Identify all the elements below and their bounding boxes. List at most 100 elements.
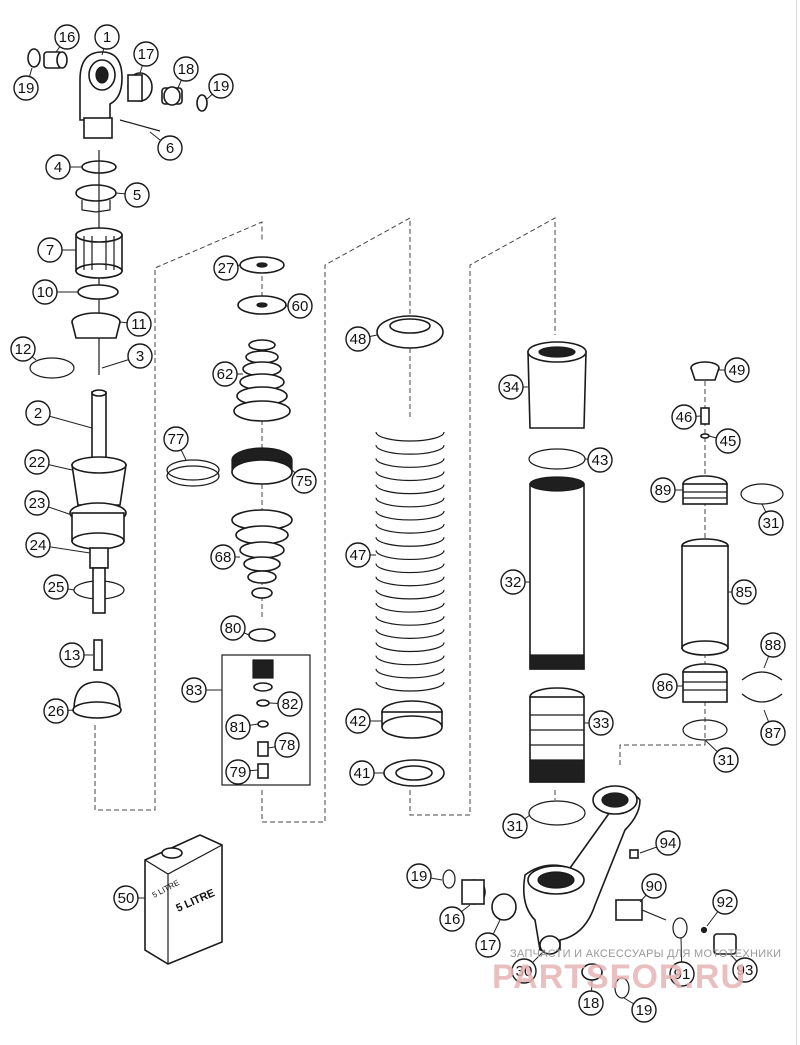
parts-spring (375, 315, 445, 787)
callout-number: 17 (138, 46, 155, 63)
callout-number: 87 (765, 725, 782, 742)
callout-22: 22 (24, 449, 73, 475)
callout-number: 43 (592, 452, 609, 469)
callout-86: 86 (652, 673, 683, 699)
callout-circle (669, 961, 695, 987)
callout-circle (220, 615, 246, 641)
callout-23: 23 (24, 490, 73, 516)
callout-1: 1 (94, 24, 120, 56)
callout-circle (724, 357, 750, 383)
callout-13: 13 (59, 642, 93, 668)
callout-circle (732, 957, 758, 983)
callout-45: 45 (708, 428, 741, 454)
callout-16-1: 16 (54, 24, 80, 53)
callout-circle (500, 569, 526, 595)
callout-11: 11 (119, 311, 152, 337)
callout-46: 46 (671, 404, 702, 430)
callout-circle (760, 632, 786, 658)
callout-62: 62 (212, 361, 243, 387)
callout-24: 24 (25, 532, 91, 558)
callout-number: 46 (676, 409, 693, 426)
callout-17-1: 17 (133, 41, 159, 74)
watermark-caption: ЗАПЧАСТИ И АКСЕССУАРЫ ДЛЯ МОТОТЕХНИКИ (510, 948, 782, 960)
callout-49: 49 (719, 357, 750, 383)
callout-number: 7 (46, 242, 54, 259)
callout-circle (715, 428, 741, 454)
callout-number: 31 (763, 515, 780, 532)
callout-number: 34 (503, 379, 520, 396)
callout-circle (511, 958, 537, 984)
callout-circle (498, 374, 524, 400)
callout-circle (45, 154, 71, 180)
callout-circle (43, 574, 69, 600)
callout-number: 19 (411, 868, 428, 885)
callout-78: 78 (267, 732, 300, 758)
callout-number: 94 (660, 835, 677, 852)
callout-circle (225, 714, 251, 740)
callout-number: 83 (186, 682, 203, 699)
parts-shim-stacks (166, 256, 311, 786)
callout-circle (32, 279, 58, 305)
callout-number: 27 (218, 260, 235, 277)
callout-circle (25, 400, 51, 426)
callout-circle (213, 255, 239, 281)
callout-number: 17 (480, 937, 497, 954)
parts-damper-body (527, 341, 587, 826)
callout-number: 4 (54, 159, 62, 176)
callout-number: 24 (30, 537, 47, 554)
callout-circle (345, 542, 371, 568)
callout-18-2: 18 (578, 979, 604, 1016)
callout-number: 93 (737, 962, 754, 979)
callout-circle (502, 813, 528, 839)
callout-circle (127, 343, 153, 369)
callout-circle (24, 490, 50, 516)
callout-92: 92 (706, 889, 738, 927)
callout-circle (655, 830, 681, 856)
callout-3: 3 (101, 343, 153, 369)
callout-number: 45 (720, 433, 737, 450)
callout-number: 92 (717, 894, 734, 911)
callout-circle (157, 135, 183, 161)
callout-number: 89 (655, 482, 672, 499)
callout-47: 47 (345, 542, 376, 568)
callout-circle (587, 447, 613, 473)
callout-circle (212, 361, 238, 387)
callout-6: 6 (149, 131, 183, 161)
callout-number: 81 (230, 719, 247, 736)
callout-circle (163, 426, 189, 452)
callout-number: 48 (350, 331, 367, 348)
callout-number: 60 (292, 298, 309, 315)
callout-circle (406, 863, 432, 889)
callout-19-3: 19 (406, 863, 443, 889)
callout-number: 41 (354, 765, 371, 782)
callout-number: 82 (282, 696, 299, 713)
callout-88: 88 (760, 632, 786, 669)
callout-circle (181, 677, 207, 703)
callout-33: 33 (584, 710, 614, 736)
callout-circle (124, 182, 150, 208)
callout-circle (439, 906, 465, 932)
callout-7: 7 (37, 237, 76, 263)
callout-circle (345, 708, 371, 734)
callout-17-2: 17 (475, 919, 501, 958)
callout-27: 27 (213, 255, 241, 281)
callout-circle (650, 477, 676, 503)
callout-16-2: 16 (439, 904, 471, 932)
callout-circle (345, 326, 371, 352)
callout-82: 82 (268, 691, 303, 717)
callout-number: 79 (230, 764, 247, 781)
callout-circle (113, 885, 139, 911)
page-edge-rule (796, 0, 797, 1045)
callout-number: 32 (505, 574, 522, 591)
callout-43: 43 (584, 447, 613, 473)
callout-number: 31 (718, 752, 735, 769)
callout-31-3: 31 (502, 813, 531, 839)
callout-number: 18 (583, 995, 600, 1012)
callout-circle (713, 747, 739, 773)
callout-circle (208, 73, 234, 99)
callout-81: 81 (225, 714, 259, 740)
callout-number: 75 (296, 473, 313, 490)
callout-number: 77 (168, 431, 185, 448)
callout-50: 50 (113, 885, 145, 911)
callout-number: 62 (217, 366, 234, 383)
